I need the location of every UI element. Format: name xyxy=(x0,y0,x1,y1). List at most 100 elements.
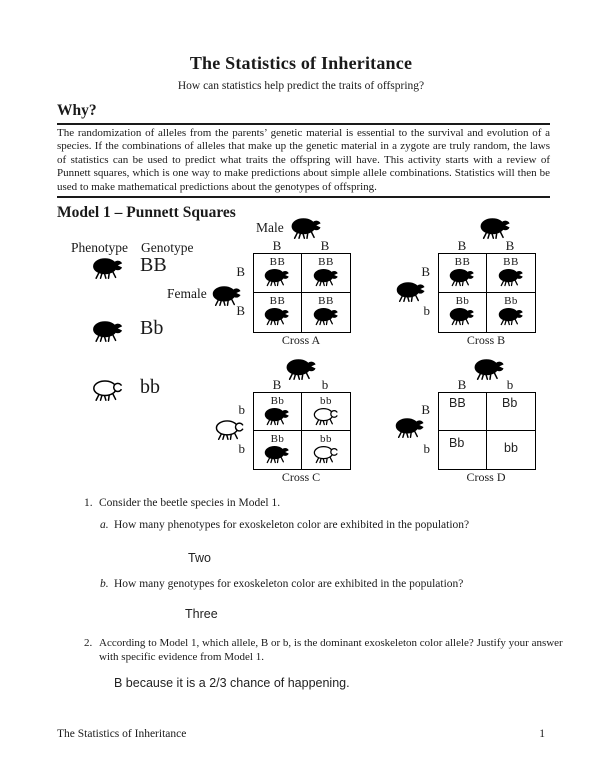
col-allele-header: B xyxy=(505,238,515,253)
punnett-cell: bb xyxy=(302,431,350,469)
row-allele-header: B xyxy=(421,264,430,279)
question-number: 1. xyxy=(84,497,93,509)
punnett-cell-answer: bb xyxy=(504,441,518,455)
section-divider xyxy=(57,123,550,125)
cell-genotype: bb xyxy=(320,395,332,407)
handwritten-answer-2: B because it is a 2/3 chance of happenin… xyxy=(114,676,350,690)
beetle-icon xyxy=(313,308,340,326)
beetle-icon xyxy=(264,408,291,426)
col-allele-header: B xyxy=(272,238,282,253)
row-allele-header: B xyxy=(236,264,245,279)
page-subtitle: How can statistics help predict the trai… xyxy=(177,80,425,92)
punnett-cell: BB xyxy=(439,254,487,293)
punnett-cell: Bb xyxy=(254,393,302,431)
cell-genotype: Bb xyxy=(270,433,285,445)
beetle-icon xyxy=(498,308,525,326)
punnett-table: Bb bb Bb bb xyxy=(253,392,351,470)
question-text: Consider the beetle species in Model 1. xyxy=(99,497,281,509)
cell-genotype: BB xyxy=(269,295,286,307)
legend-header-genotype: Genotype xyxy=(141,240,194,255)
cell-genotype: BB xyxy=(318,256,334,268)
female-beetle-icon xyxy=(215,420,246,441)
why-heading: Why? xyxy=(57,102,97,119)
female-beetle-icon xyxy=(396,282,427,303)
question-1a: a. How many phenotypes for exoskeleton co… xyxy=(100,519,469,531)
row-allele-header: b xyxy=(238,441,246,456)
why-paragraph: The randomization of alleles from the pa… xyxy=(57,127,550,193)
question-2: 2. According to Model 1, which allele, B … xyxy=(84,636,570,664)
beetle-icon xyxy=(93,321,125,342)
cell-genotype: Bb xyxy=(270,395,285,407)
punnett-cell: Bb xyxy=(254,431,302,469)
col-allele-header: b xyxy=(321,377,329,392)
beetle-icon xyxy=(313,446,340,464)
question-number: 2. xyxy=(84,637,93,649)
col-allele-header: B xyxy=(320,238,330,253)
beetle-icon xyxy=(449,308,476,326)
cross-caption: Cross A xyxy=(281,333,321,347)
row-allele-header: B xyxy=(421,402,430,417)
question-part-letter: a. xyxy=(100,519,109,531)
female-label: Female xyxy=(167,286,207,301)
beetle-icon xyxy=(264,269,291,287)
footer-page-number: 1 xyxy=(539,728,545,740)
cross-caption: Cross C xyxy=(281,470,321,484)
cross-caption: Cross B xyxy=(466,333,506,347)
cell-genotype: BB xyxy=(318,295,334,307)
beetle-icon xyxy=(264,308,291,326)
handwritten-answer-1b: Three xyxy=(185,607,218,621)
punnett-cell: BB xyxy=(487,254,535,293)
punnett-cell-answer: Bb xyxy=(487,393,535,431)
beetle-icon xyxy=(93,258,125,279)
legend-genotype: Bb xyxy=(140,317,164,339)
cell-genotype: BB xyxy=(454,256,471,268)
row-allele-header: b xyxy=(238,402,246,417)
row-allele-header: B xyxy=(236,303,245,318)
legend-genotype: BB xyxy=(140,254,167,276)
punnett-cell: Bb xyxy=(439,293,487,332)
punnett-cell: Bb xyxy=(487,293,535,332)
punnett-cell-answer: Bb xyxy=(439,431,487,469)
cell-genotype: Bb xyxy=(504,295,518,307)
question-text: According to Model 1, which allele, B or… xyxy=(99,637,563,663)
male-label: Male xyxy=(256,220,284,235)
punnett-table: BB BB Bb Bb xyxy=(438,253,536,333)
page-title: The Statistics of Inheritance xyxy=(189,53,413,73)
punnett-table: BB Bb Bb bb xyxy=(438,392,536,470)
beetle-icon xyxy=(313,408,340,426)
beetle-icon xyxy=(264,446,291,464)
male-beetle-icon xyxy=(480,218,512,239)
cell-genotype: Bb xyxy=(455,295,470,307)
legend-genotype: bb xyxy=(140,376,160,398)
question-part-text: How many phenotypes for exoskeleton colo… xyxy=(114,519,470,531)
cell-genotype: BB xyxy=(503,256,519,268)
beetle-icon xyxy=(313,269,340,287)
beetle-icon xyxy=(449,269,476,287)
section-divider xyxy=(57,196,550,198)
question-1: 1. Consider the beetle species in Model 1… xyxy=(84,497,280,509)
handwritten-answer-1a: Two xyxy=(188,551,211,565)
punnett-cell-answer: BB xyxy=(439,393,487,431)
col-allele-header: b xyxy=(506,377,514,392)
punnett-cell: BB xyxy=(302,254,350,293)
row-allele-header: b xyxy=(423,303,431,318)
cross-caption: Cross D xyxy=(466,470,506,484)
male-beetle-icon xyxy=(291,218,323,239)
cell-genotype: BB xyxy=(269,256,286,268)
beetle-icon xyxy=(93,380,125,401)
punnett-cell: BB xyxy=(254,254,302,293)
col-allele-header: B xyxy=(272,377,282,392)
punnett-cell: BB xyxy=(254,293,302,332)
model1-heading: Model 1 – Punnett Squares xyxy=(57,204,236,221)
question-part-letter: b. xyxy=(100,578,109,590)
question-1b: b. How many genotypes for exoskeleton col… xyxy=(100,578,463,590)
punnett-cell: bb xyxy=(302,393,350,431)
question-part-text: How many genotypes for exoskeleton color… xyxy=(114,578,464,590)
punnett-cell: BB xyxy=(302,293,350,332)
col-allele-header: B xyxy=(457,238,467,253)
row-allele-header: b xyxy=(423,441,431,456)
footer-title: The Statistics of Inheritance xyxy=(57,728,187,740)
col-allele-header: B xyxy=(457,377,467,392)
punnett-table: BB BB BB BB xyxy=(253,253,351,333)
